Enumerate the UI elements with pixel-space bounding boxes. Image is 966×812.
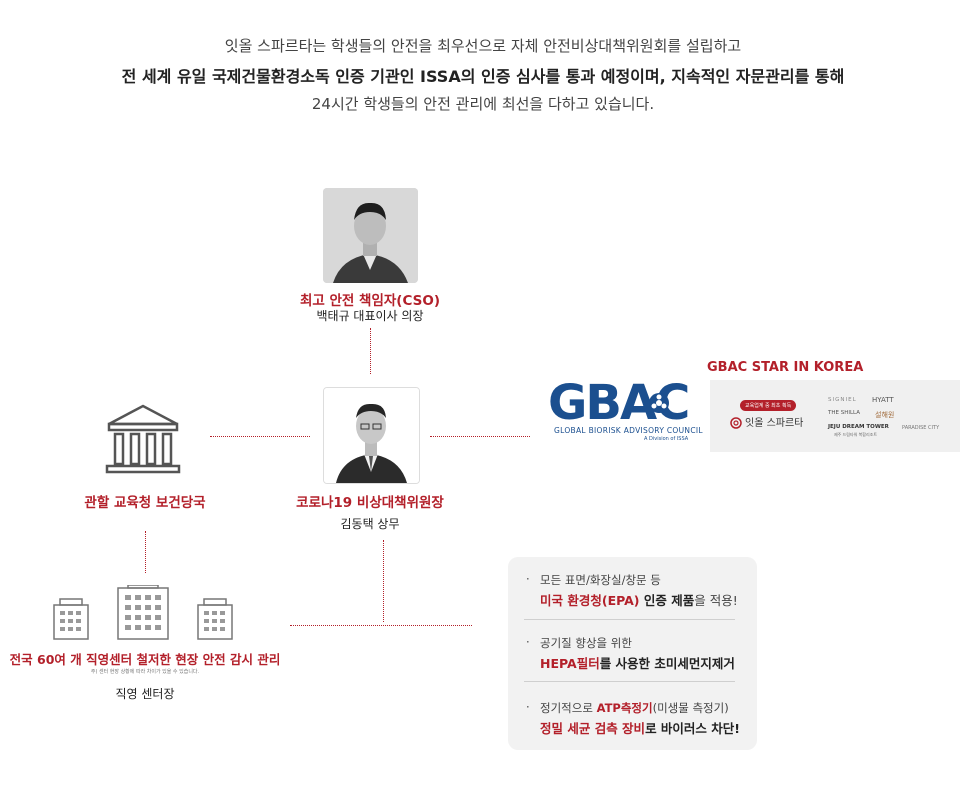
logo-jeju-dream-tower: JEJU DREAM TOWER bbox=[828, 424, 889, 430]
office-buildings-icon bbox=[50, 584, 240, 640]
cso-title: 최고 안전 책임자(CSO) bbox=[299, 293, 441, 309]
divider bbox=[524, 681, 735, 682]
government-building-icon bbox=[103, 402, 183, 477]
logo-jeju-dream-tower-kr: 제주 드림타워 복합리조트 bbox=[834, 432, 878, 437]
logo-hyatt: HYATT bbox=[872, 396, 894, 404]
intro-line-1: 잇올 스파르타는 학생들의 안전을 최우선으로 자체 안전비상대책위원회를 설립… bbox=[224, 37, 742, 55]
cso-name: 백태규 대표이사 의장 bbox=[316, 309, 424, 323]
centers-title: 전국 60여 개 직영센터 철저한 현장 안전 감시 관리 bbox=[9, 652, 281, 667]
first-in-education-badge: 교육업계 중 최초 획득 bbox=[740, 400, 797, 411]
measure-2-emphasis: HEPA필터를 사용한 초미세먼지제거 bbox=[540, 656, 735, 671]
connector-authority-committee bbox=[210, 436, 310, 437]
person-portrait-icon bbox=[323, 188, 418, 283]
measure-3-line1: ·정기적으로 ATP측정기(미생물 측정기) bbox=[526, 700, 729, 715]
logo-paradise-city: PARADISE CITY bbox=[902, 425, 940, 431]
intro-line-2: 전 세계 유일 국제건물환경소독 인증 기관인 ISSA의 인증 심사를 통과 … bbox=[121, 67, 845, 86]
measure-3-emphasis: 정밀 세균 검측 장비로 바이러스 차단! bbox=[540, 721, 740, 736]
gbac-subtitle: GLOBAL BIORISK ADVISORY COUNCIL bbox=[554, 426, 703, 435]
logo-seolhaewon: 설해원 bbox=[875, 411, 895, 419]
connector-cso-committee bbox=[370, 328, 371, 374]
biohazard-icon bbox=[648, 392, 670, 414]
gbac-star-box: 교육업계 중 최초 획득 잇올 스파르타 SIGNIEL HYATT THE S… bbox=[710, 380, 960, 452]
centers-name: 직영 센터장 bbox=[115, 687, 175, 701]
divider bbox=[524, 619, 735, 620]
measure-1-emphasis: 미국 환경청(EPA) 인증 제품을 적용! bbox=[540, 593, 738, 608]
brand-swirl-icon bbox=[730, 414, 742, 429]
connector-committee-down bbox=[383, 540, 384, 622]
safety-measures-panel: ·모든 표면/화장실/창문 등 미국 환경청(EPA) 인증 제품을 적용! ·… bbox=[508, 557, 757, 750]
connector-authority-centers bbox=[145, 531, 146, 573]
centers-note: 주) 센터 현장 상황에 따라 차이가 있을 수 있습니다. bbox=[90, 669, 200, 675]
measure-2-line1: ·공기질 향상을 위한 bbox=[526, 635, 632, 650]
committee-title: 코로나19 비상대책위원장 bbox=[296, 495, 444, 511]
gbac-star-title: GBAC STAR IN KOREA bbox=[707, 360, 864, 375]
connector-committee-gbac bbox=[430, 436, 530, 437]
connector-centers-panel bbox=[290, 625, 472, 626]
intro-line-3: 24시간 학생들의 안전 관리에 최선을 다하고 있습니다. bbox=[311, 95, 655, 113]
brand-name: 잇올 스파르타 bbox=[745, 418, 804, 429]
gbac-logo: GBAC GLOBAL BIORISK ADVISORY COUNCIL A D… bbox=[548, 378, 703, 442]
logo-shilla: THE SHILLA bbox=[828, 410, 860, 416]
measure-1-line1: ·모든 표면/화장실/창문 등 bbox=[526, 572, 661, 587]
committee-name: 김동택 상무 bbox=[340, 517, 400, 531]
cso-photo bbox=[323, 188, 418, 283]
authority-title: 관할 교육청 보건당국 bbox=[84, 495, 206, 511]
person-portrait-icon bbox=[324, 388, 419, 483]
committee-photo bbox=[323, 387, 420, 484]
gbac-division: A Division of ISSA bbox=[644, 436, 689, 442]
logo-signiel: SIGNIEL bbox=[828, 397, 857, 403]
